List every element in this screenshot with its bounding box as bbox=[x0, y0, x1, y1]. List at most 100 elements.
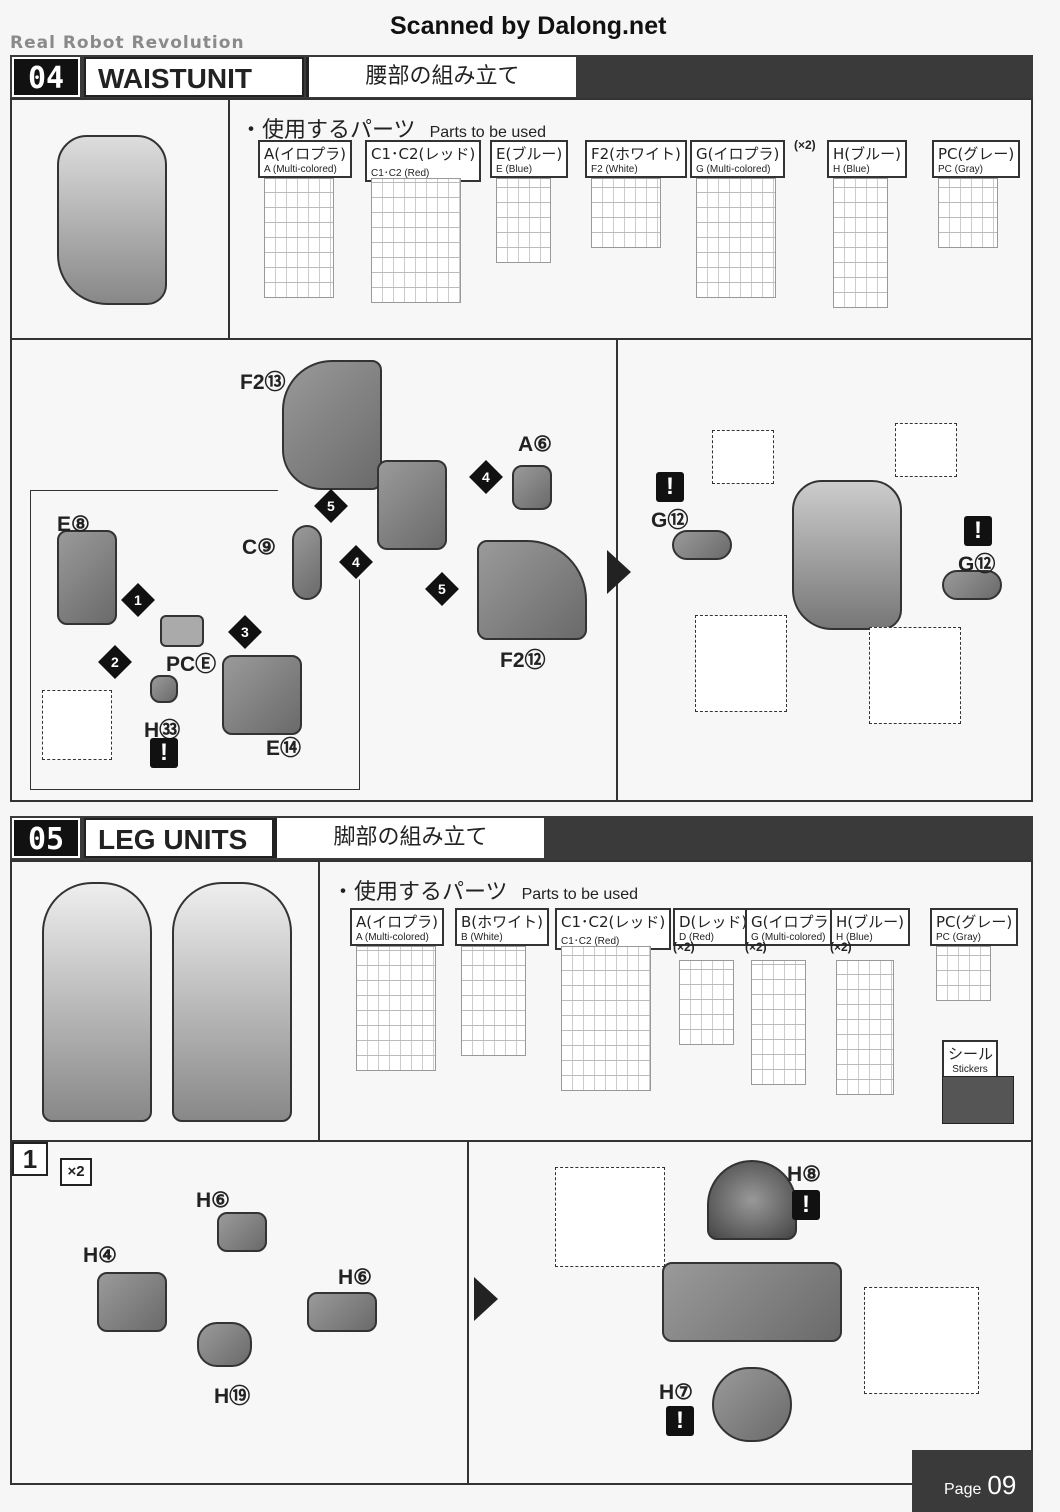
part-e8 bbox=[57, 530, 117, 625]
part-runner-en: A (Multi-colored) bbox=[264, 164, 337, 175]
part-label: A⑥ bbox=[518, 433, 552, 456]
part-runner-en: G (Multi-colored) bbox=[696, 164, 771, 175]
page-number: 09 bbox=[987, 1470, 1017, 1500]
detail-inset bbox=[864, 1287, 979, 1394]
sprue-diagram bbox=[936, 946, 991, 1001]
parts-heading-en: Parts to be used bbox=[429, 124, 547, 141]
warning-icon: ! bbox=[964, 516, 992, 546]
sprue-diagram bbox=[938, 178, 998, 248]
part-runner-jp: D(レッド) bbox=[679, 913, 748, 931]
part-runner-en: PC (Gray) bbox=[936, 932, 981, 943]
part-a6 bbox=[512, 465, 552, 510]
brand-logo: Real Robot Revolution bbox=[10, 33, 245, 53]
part-runner-label: A(イロプラ)A (Multi-colored) bbox=[350, 908, 444, 946]
part-runner-jp: G(イロプラ) bbox=[696, 145, 780, 163]
section-05-step-1-panel: 1 ×2 bbox=[10, 1140, 1033, 1485]
section-title: WAISTUNIT bbox=[84, 57, 304, 97]
parts-heading-jp: ・使用するパーツ bbox=[240, 118, 416, 143]
part-h6-top bbox=[217, 1212, 267, 1252]
part-runner-jp: PC(グレー) bbox=[938, 145, 1015, 163]
part-label: G⑫ bbox=[651, 509, 689, 532]
part-label: F2⑫ bbox=[500, 649, 546, 672]
part-g12-left bbox=[672, 530, 732, 560]
part-f2-12 bbox=[477, 540, 587, 640]
section-04-header: 04 WAISTUNIT 腰部の組み立て bbox=[10, 55, 1033, 99]
part-runner-jp: A(イロプラ) bbox=[356, 913, 438, 931]
part-label: H⑧ bbox=[787, 1163, 821, 1186]
part-h6-right bbox=[307, 1292, 377, 1332]
waist-unit-image bbox=[57, 135, 167, 305]
part-label: E⑭ bbox=[266, 737, 302, 760]
part-runner-en: PC (Gray) bbox=[938, 164, 983, 175]
part-runner-en: E (Blue) bbox=[496, 164, 533, 175]
sprue-diagram bbox=[264, 178, 334, 298]
warning-icon: ! bbox=[666, 1406, 694, 1436]
part-label: G⑫ bbox=[958, 553, 996, 576]
part-h4 bbox=[97, 1272, 167, 1332]
hip-joint-assembled bbox=[662, 1262, 842, 1342]
part-c9 bbox=[292, 525, 322, 600]
part-runner-en: H (Blue) bbox=[833, 164, 870, 175]
part-runner-jp: G(イロプラ) bbox=[751, 913, 835, 931]
sprue-diagram bbox=[496, 178, 551, 263]
step-marker-number: 5 bbox=[438, 580, 446, 597]
part-label: C⑨ bbox=[242, 536, 276, 559]
part-runner-label: H(ブルー)H (Blue) bbox=[830, 908, 910, 946]
part-label: H⑲ bbox=[214, 1385, 251, 1408]
part-label: H⑦ bbox=[659, 1381, 693, 1404]
step-marker-number: 4 bbox=[482, 468, 490, 485]
part-runner-jp: F2(ホワイト) bbox=[591, 145, 681, 163]
step-multiplier: ×2 bbox=[60, 1158, 92, 1186]
part-runner-label: H(ブルー)H (Blue) bbox=[827, 140, 907, 178]
part-runner-jp: H(ブルー) bbox=[836, 913, 904, 931]
quantity-multiplier: (×2) bbox=[794, 138, 816, 152]
quantity-multiplier: (×2) bbox=[830, 940, 852, 954]
part-runner-en: F2 (White) bbox=[591, 164, 638, 175]
part-runner-jp: PC(グレー) bbox=[936, 913, 1013, 931]
step-marker-number: 5 bbox=[327, 497, 335, 514]
step-number: 1 bbox=[12, 1142, 48, 1176]
quantity-multiplier: (×2) bbox=[745, 940, 767, 954]
sprue-diagram bbox=[751, 960, 806, 1085]
part-f2-13 bbox=[282, 360, 382, 490]
section-number: 05 bbox=[12, 818, 80, 858]
part-runner-en: A (Multi-colored) bbox=[356, 932, 429, 943]
part-h8 bbox=[707, 1160, 797, 1240]
part-label: H④ bbox=[83, 1244, 117, 1267]
waist-assembled bbox=[792, 480, 902, 630]
section-04-steps-panel bbox=[10, 338, 1033, 802]
detail-inset bbox=[42, 690, 112, 760]
part-runner-jp: H(ブルー) bbox=[833, 145, 901, 163]
part-runner-jp: C1･C2(レッド) bbox=[561, 913, 666, 931]
part-label: H⑥ bbox=[338, 1266, 372, 1289]
part-runner-label: C1･C2(レッド)C1･C2 (Red) bbox=[365, 140, 482, 182]
part-runner-label: E(ブルー)E (Blue) bbox=[490, 140, 569, 178]
part-label: PCⒺ bbox=[166, 653, 217, 676]
part-runner-label: G(イロプラ)G (Multi-colored) bbox=[690, 140, 786, 178]
next-arrow-icon bbox=[607, 550, 631, 594]
sprue-diagram bbox=[591, 178, 661, 248]
part-runner-label: PC(グレー)PC (Gray) bbox=[930, 908, 1019, 946]
sprue-diagram bbox=[356, 946, 436, 1071]
sprue-diagram bbox=[833, 178, 888, 308]
parts-heading-en: Parts to be used bbox=[521, 886, 639, 903]
detail-inset bbox=[895, 423, 957, 477]
sprue-diagram bbox=[836, 960, 894, 1095]
sprue-diagram bbox=[371, 178, 461, 303]
step-marker-number: 1 bbox=[134, 591, 142, 608]
part-runner-jp: B(ホワイト) bbox=[461, 913, 543, 931]
parts-heading: ・使用するパーツ Parts to be used bbox=[240, 112, 546, 144]
part-runner-label: B(ホワイト)B (White) bbox=[455, 908, 549, 946]
stickers-jp: シール bbox=[948, 1045, 994, 1063]
part-runner-jp: C1･C2(レッド) bbox=[371, 145, 476, 163]
part-h19 bbox=[197, 1322, 252, 1367]
sprue-diagram bbox=[561, 946, 651, 1091]
next-arrow-icon bbox=[474, 1277, 498, 1321]
section-title: LEG UNITS bbox=[84, 818, 274, 858]
sticker-sheet bbox=[942, 1076, 1014, 1124]
part-h33 bbox=[150, 675, 178, 703]
part-runner-label: D(レッド)D (Red) bbox=[673, 908, 754, 946]
